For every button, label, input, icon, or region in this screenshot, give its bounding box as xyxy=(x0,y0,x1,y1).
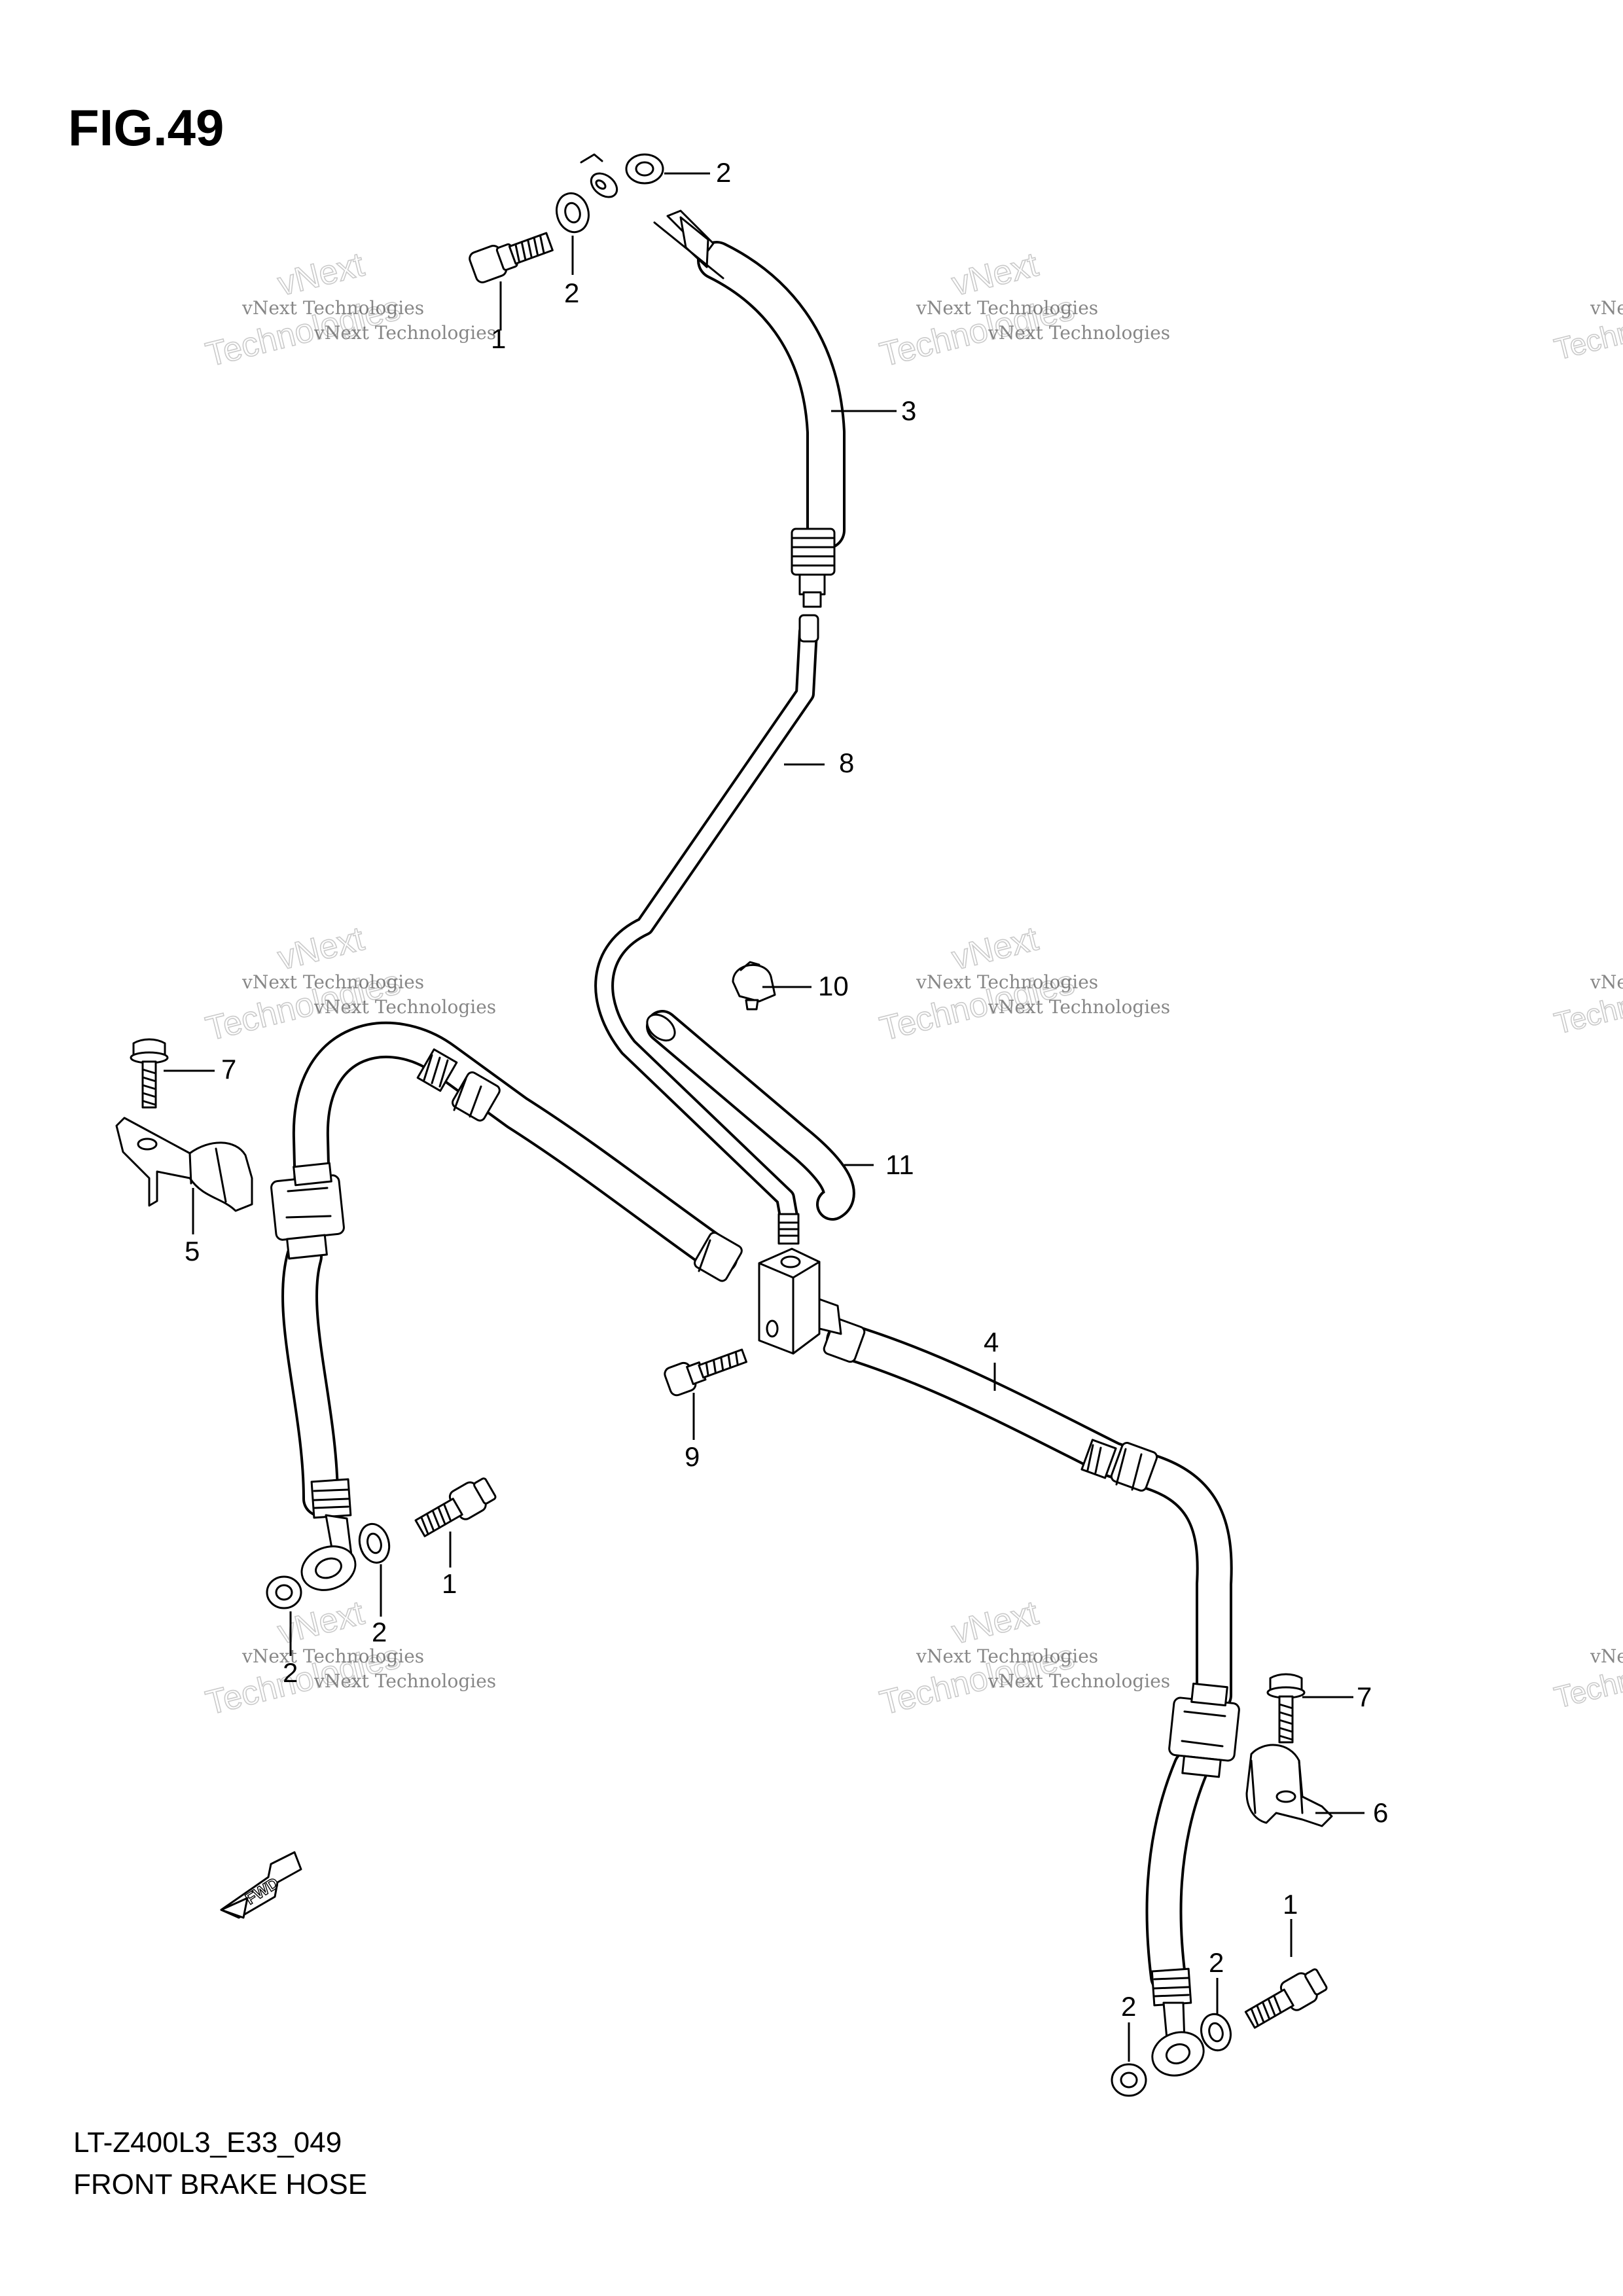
callout-number: 1 xyxy=(1283,1889,1298,1920)
union-bolt-icon xyxy=(469,232,554,283)
callout-number: 11 xyxy=(885,1149,914,1180)
hose-clamp-bracket-icon xyxy=(1245,1744,1333,1827)
forward-direction-arrow: FWD xyxy=(220,1851,302,1919)
watermark-small: vNext Technologies xyxy=(916,971,1098,993)
callout-number: 2 xyxy=(564,278,579,308)
callout-number: 8 xyxy=(839,747,854,778)
gasket-washer-icon xyxy=(358,1522,391,1564)
brake-hose-upper xyxy=(580,153,846,608)
callout-number: 2 xyxy=(1209,1947,1224,1978)
watermark-small: vNext Technologies xyxy=(241,971,424,993)
watermark-small: vNext Technologies xyxy=(241,297,424,319)
hose-clip-icon xyxy=(732,961,776,1011)
watermark-small: vNext Technologies xyxy=(1590,1645,1623,1667)
flange-bolt-icon xyxy=(1266,1673,1306,1744)
callout-number: 2 xyxy=(716,157,731,188)
watermark-small: vNext Technologies xyxy=(313,1670,496,1692)
watermark-big-top: vNext xyxy=(274,245,368,304)
callout-number: 3 xyxy=(901,395,916,426)
figure-title: FIG.49 xyxy=(68,99,224,156)
watermark-small: vNext Technologies xyxy=(988,322,1170,344)
callouts: 1 2 2 3 8 10 7 5 11 4 9 1 2 2 7 6 1 2 2 xyxy=(185,157,1388,2022)
watermark-5: vNext Technologies vNext Technologies vN… xyxy=(202,1593,496,1723)
callout-number: 5 xyxy=(185,1236,200,1266)
watermarks: vNext Technologies vNext Technologies vN… xyxy=(202,245,1623,1723)
watermark-edge-3: vNext Technologies Technologies xyxy=(1550,1638,1623,1715)
junction-block xyxy=(758,1247,842,1355)
callout-number: 7 xyxy=(1357,1681,1372,1712)
watermark-small: vNext Technologies xyxy=(916,1645,1098,1667)
watermark-edge-1: vNext Technologies Technologies xyxy=(1550,290,1623,367)
watermark-big-top: vNext xyxy=(274,920,368,978)
gasket-washer-icon xyxy=(625,153,664,185)
watermark-small: vNext Technologies xyxy=(313,322,496,344)
union-bolt-icon xyxy=(414,1477,497,1537)
watermark-small: vNext Technologies xyxy=(988,1670,1170,1692)
hose-clamp-bracket-icon xyxy=(115,1117,253,1212)
watermark-3: vNext Technologies vNext Technologies vN… xyxy=(202,919,496,1049)
hose-grommet-left xyxy=(270,1162,345,1260)
watermark-big-top: vNext xyxy=(948,920,1043,978)
gasket-washer-icon xyxy=(266,1575,302,1609)
gasket-washer-icon xyxy=(1111,2063,1147,2097)
watermark-small: vNext Technologies xyxy=(313,996,496,1018)
watermark-4: vNext Technologies vNext Technologies vN… xyxy=(876,919,1170,1049)
gasket-washer-icon xyxy=(1200,2013,1232,2052)
brake-hose-main xyxy=(270,1021,1240,2077)
callout-number: 2 xyxy=(372,1617,387,1647)
callout-number: 10 xyxy=(818,971,849,1001)
protector-sleeve xyxy=(646,1010,855,1221)
watermark-big-top: vNext xyxy=(948,245,1043,304)
watermark-2: vNext Technologies vNext Technologies vN… xyxy=(876,245,1170,374)
figure-caption: FRONT BRAKE HOSE xyxy=(73,2168,367,2200)
flange-bolt-icon xyxy=(130,1038,169,1109)
callout-number: 1 xyxy=(442,1568,457,1599)
brake-pipe xyxy=(594,614,819,1245)
watermark-6: vNext Technologies vNext Technologies vN… xyxy=(876,1593,1170,1723)
callout-number: 9 xyxy=(685,1441,700,1472)
watermark-small: vNext Technologies xyxy=(916,297,1098,319)
watermark-edge-2: vNext Technologies Technologies xyxy=(1550,964,1623,1041)
watermark-small: vNext Technologies xyxy=(1590,297,1623,319)
callout-number: 7 xyxy=(221,1054,236,1085)
gasket-washer-icon xyxy=(556,192,590,234)
leader-lines xyxy=(164,172,1364,2062)
watermark-big-top: vNext xyxy=(948,1594,1043,1652)
watermark-small: vNext Technologies xyxy=(241,1645,424,1667)
watermark-small: vNext Technologies xyxy=(1590,971,1623,993)
watermark-1: vNext Technologies vNext Technologies vN… xyxy=(202,245,496,374)
callout-number: 6 xyxy=(1373,1797,1388,1828)
callout-number: 1 xyxy=(491,323,506,354)
hose-grommet-right xyxy=(1168,1682,1240,1778)
flange-bolt-icon xyxy=(664,1348,748,1397)
watermark-small: vNext Technologies xyxy=(988,996,1170,1018)
union-bolt-icon xyxy=(1244,1968,1328,2029)
callout-number: 2 xyxy=(283,1657,298,1688)
model-code: LT-Z400L3_E33_049 xyxy=(73,2126,342,2159)
callout-number: 2 xyxy=(1121,1991,1136,2022)
callout-number: 4 xyxy=(984,1327,999,1357)
